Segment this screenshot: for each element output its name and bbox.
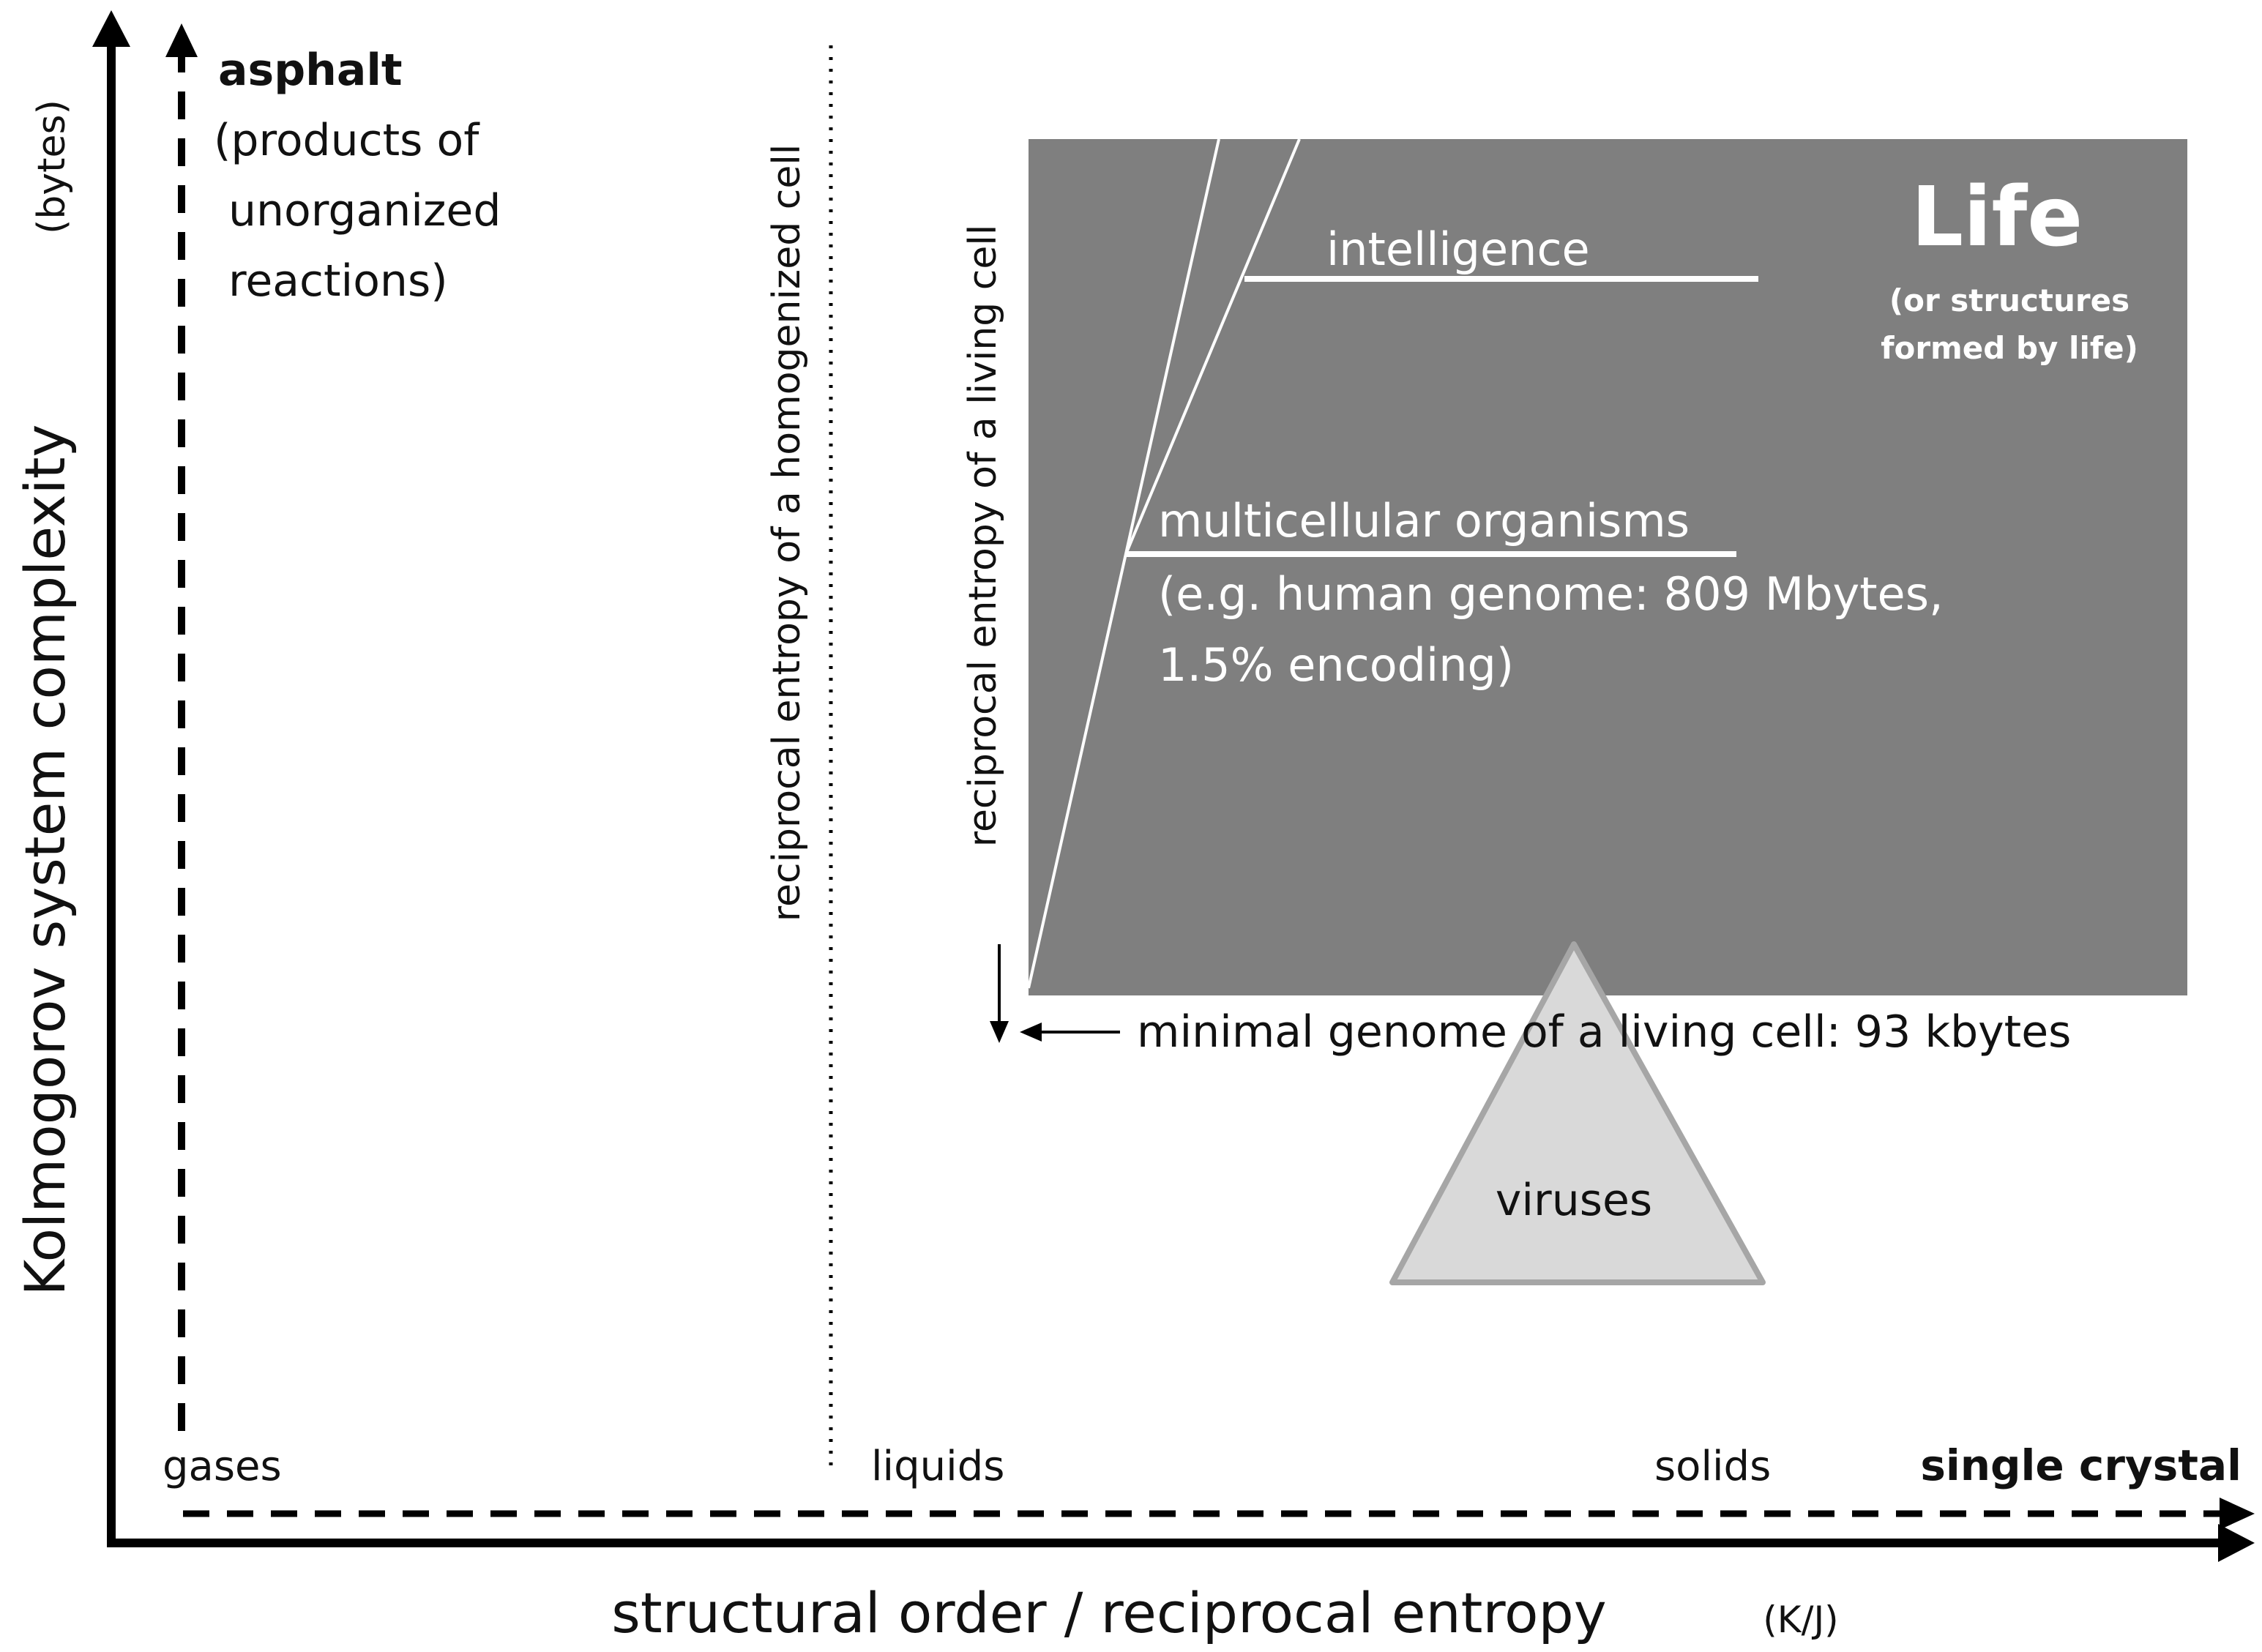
asphalt-title: asphalt [218,45,403,96]
life-boundary-line-steep [1027,138,1220,989]
y-axis-unit: (bytes) [30,100,74,234]
asphalt-line-3: reactions) [228,255,448,307]
minimal-genome-label: minimal genome of a living cell: 93 kbyt… [1137,1006,2071,1058]
liquids-label: liquids [871,1443,1004,1490]
asphalt-line-2: unorganized [228,185,501,236]
asphalt-arrowhead [165,23,198,57]
x-axis-unit: (K/J) [1763,1599,1838,1641]
y-axis-label: Kolmogorov system complexity [12,424,78,1296]
multicellular-line-1: multicellular organisms [1158,494,1690,547]
gases-label: gases [163,1443,282,1490]
viruses-label: viruses [1496,1175,1652,1226]
solids-label: solids [1654,1443,1771,1490]
x-axis-label: structural order / reciprocal entropy [611,1580,1606,1645]
intelligence-label: intelligence [1326,223,1590,276]
life-title: Life [1911,170,2083,265]
x-axis-arrowhead [2218,1524,2255,1562]
y-axis-arrowhead [92,10,130,47]
multicellular-line-3: 1.5% encoding) [1158,638,1514,692]
viruses-triangle [1389,941,1766,1285]
asphalt-line-1: (products of [214,115,480,166]
minimal-genome-arrowhead [1020,1023,1042,1042]
living-cell-down-arrowhead [990,1021,1009,1043]
crystal-arrowhead [2220,1498,2255,1530]
multicellular-line-2: (e.g. human genome: 809 Mbytes, [1158,567,1944,621]
life-boundary-line-shallow [1124,138,1301,555]
living-cell-label: reciprocal entropy of a living cell [961,225,1005,848]
homogenized-cell-label: reciprocal entropy of a homogenized cell [765,144,809,922]
single-crystal-label: single crystal [1920,1440,2242,1490]
life-subtitle-2: formed by life) [1881,330,2138,366]
life-subtitle-1: (or structures [1889,283,2130,318]
